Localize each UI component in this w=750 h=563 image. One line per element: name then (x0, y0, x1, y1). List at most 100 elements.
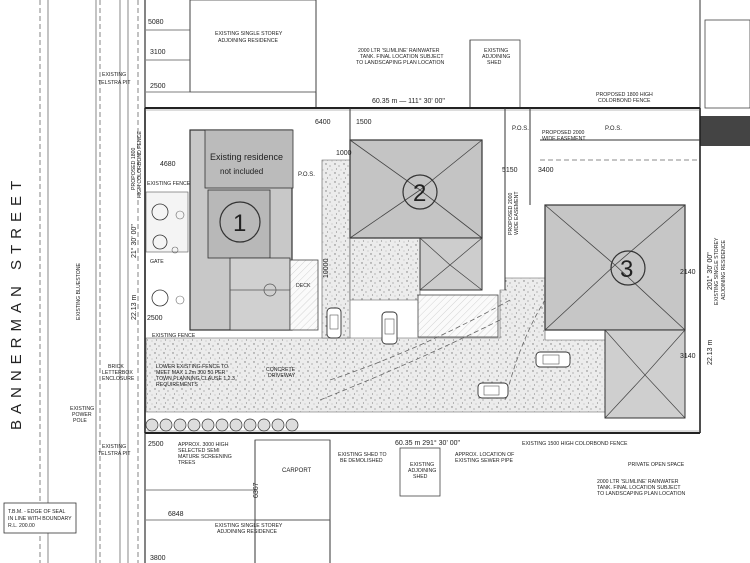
adjoining-residence-right-2: ADJOINING RESIDENCE (721, 240, 727, 300)
screening-trees (145, 418, 299, 432)
dim-2500-mid: 2500 (147, 315, 163, 322)
left-boundary-length: 22.13 m (131, 295, 138, 320)
deck-label: DECK (296, 283, 311, 289)
dim-5150: 5150 (502, 167, 518, 174)
carport-label: CARPORT (282, 468, 312, 474)
not-included-label: not included (220, 167, 263, 176)
shed-demolished-1: EXISTING SHED TO (338, 452, 387, 458)
lower-fence-4: REQUIREMENTS (156, 382, 198, 388)
dimensions: 5080 3100 2500 6400 1500 4680 1000 5150 … (130, 19, 714, 562)
proposed-easement-v-1: PROPOSED 2000 (508, 193, 514, 235)
lower-fence-2: MEET MAX 1.2m 300 50 PER (156, 370, 226, 376)
dim-4680: 4680 (160, 161, 176, 168)
adjoining-shed-top-3: SHED (487, 60, 502, 66)
dim-1000: 1000 (336, 150, 352, 157)
unit-2-number: 2 (413, 180, 426, 207)
pos-label-2: P.O.S. (512, 126, 529, 132)
lower-fence-3: TOWN PLANNING CLAUSE 1.2.3 (156, 376, 235, 382)
letterbox-1: BRICK (108, 364, 124, 370)
private-open-space-label: PRIVATE OPEN SPACE (628, 462, 685, 468)
rainwater-tank-top-3: TO LANDSCAPING PLAN LOCATION (356, 60, 445, 66)
screening-4: TREES (178, 460, 196, 466)
dim-2500-bottom: 2500 (148, 441, 164, 448)
lower-fence-1: LOWER EXISTING FENCE TO (156, 364, 228, 370)
tbm-line-3: R.L. 200.00 (8, 523, 35, 529)
power-pole-2: POWER (72, 412, 92, 418)
dim-10000: 10000 (323, 258, 330, 278)
pos-label-1: P.O.S. (298, 172, 315, 178)
colorbond-fence-label: EXISTING 1500 HIGH COLORBOND FENCE (522, 441, 628, 447)
proposed-fence-pos-1: PROPOSED 1800 (131, 148, 137, 190)
adjoining-shed-b-3: SHED (413, 474, 428, 480)
car-2 (381, 311, 398, 345)
dim-2140: 2140 (680, 269, 696, 276)
dim-6400: 6400 (315, 119, 331, 126)
unit-1-footprint (189, 129, 319, 331)
unit-3-number: 3 (620, 256, 633, 283)
sewer-pipe-2: EXISTING SEWER PIPE (455, 458, 513, 464)
proposed-fence-top-1: PROPOSED 1800 HIGH (596, 92, 653, 98)
unit-2-footprint (349, 139, 499, 338)
telstra-pit-top-2: TELSTRA PIT (98, 80, 131, 86)
existing-fence-label: EXISTING FENCE (147, 181, 191, 187)
dim-3400: 3400 (538, 167, 554, 174)
adjoining-shed-b-2: ADJOINING (408, 468, 436, 474)
bottom-boundary-dim: 60.35 m 291° 30' 00" (395, 439, 461, 447)
car-3 (535, 351, 571, 368)
tbm-note: T.B.M. - EDGE OF SEAL IN LINE WITH BOUND… (3, 502, 77, 534)
telstra-pit-bottom-2: TELSTRA PIT (98, 451, 131, 457)
front-garden-shrubs (145, 191, 189, 307)
car-1 (326, 307, 342, 339)
dim-3800: 3800 (150, 555, 166, 562)
proposed-fence-pos-2: HIGH COLORBOND FENCE (137, 131, 143, 198)
adjoining-residence-bottom-2: ADJOINING RESIDENCE (217, 529, 277, 535)
rainwater-tank-top-1: 2000 LTR 'SLIMLINE' RAINWATER (358, 48, 440, 54)
left-boundary-bearing: 21° 30' 00" (130, 224, 138, 258)
concrete-driveway-1: CONCRETE (266, 367, 296, 373)
tbm-line-1: T.B.M. - EDGE OF SEAL (8, 509, 65, 515)
letterbox-2: LETTERBOX (102, 370, 133, 376)
bluestone-label: EXISTING BLUESTONE (76, 262, 82, 320)
top-adjoining-properties (144, 0, 750, 146)
dim-1500: 1500 (356, 119, 372, 126)
car-4 (477, 382, 509, 399)
sewer-pipe-1: APPROX. LOCATION OF (455, 452, 514, 458)
adjoining-shed-top-1: EXISTING (484, 48, 508, 54)
screening-2: SELECTED SEMI (178, 448, 220, 454)
gate-label: GATE (150, 259, 164, 265)
letterbox-3: ENCLOSURE (102, 376, 135, 382)
right-boundary-bearing: 201° 30' 00" (706, 252, 714, 290)
concrete-driveway-2: DRIVEWAY (268, 373, 296, 379)
power-pole-3: POLE (73, 418, 87, 424)
concrete-driveway (145, 159, 606, 413)
existing-residence-label: Existing residence (210, 152, 283, 162)
street-region (39, 0, 139, 563)
site-boundary (144, 107, 701, 434)
adjoining-shed-b-1: EXISTING (410, 462, 434, 468)
right-boundary-length: 22.13 m (707, 340, 714, 365)
dim-5080: 5080 (148, 19, 164, 26)
screening-3: MATURE SCREENING (178, 454, 232, 460)
screening-1: APPROX. 3000 HIGH (178, 442, 229, 448)
adjoining-shed-top-2: ADJOINING (482, 54, 510, 60)
unit-3-footprint (544, 204, 686, 419)
dim-3140: 3140 (680, 353, 696, 360)
telstra-pit-top-1: EXISTING (102, 72, 126, 78)
dim-6367: 6367 (253, 482, 260, 498)
dim-2500-top: 2500 (150, 83, 166, 90)
street-name: BANNERMAN STREET (8, 175, 25, 430)
proposed-easement-1: PROPOSED 2000 (542, 130, 584, 136)
shed-demolished-2: BE DEMOLISHED (340, 458, 383, 464)
bottom-adjoining-properties (144, 433, 441, 563)
top-boundary-dim: 60.35 m — 111° 30' 00" (372, 97, 445, 105)
existing-fence-mid: EXISTING FENCE (152, 333, 196, 339)
unit-labels: 1 2 3 (233, 180, 633, 283)
adjoining-residence-right-1: EXISTING SINGLE STOREY (714, 237, 720, 305)
adjoining-residence-top-2: ADJOINING RESIDENCE (218, 38, 278, 44)
unit-1-number: 1 (233, 210, 246, 237)
proposed-fence-top-2: COLORBOND FENCE (598, 98, 651, 104)
telstra-pit-bottom-1: EXISTING (102, 444, 126, 450)
rainwater-tank-bottom-1: 2000 LTR 'SLIMLINE' RAINWATER (597, 479, 679, 485)
dim-3100: 3100 (150, 49, 166, 56)
annotations: Existing residence not included EXISTING… (70, 31, 727, 535)
